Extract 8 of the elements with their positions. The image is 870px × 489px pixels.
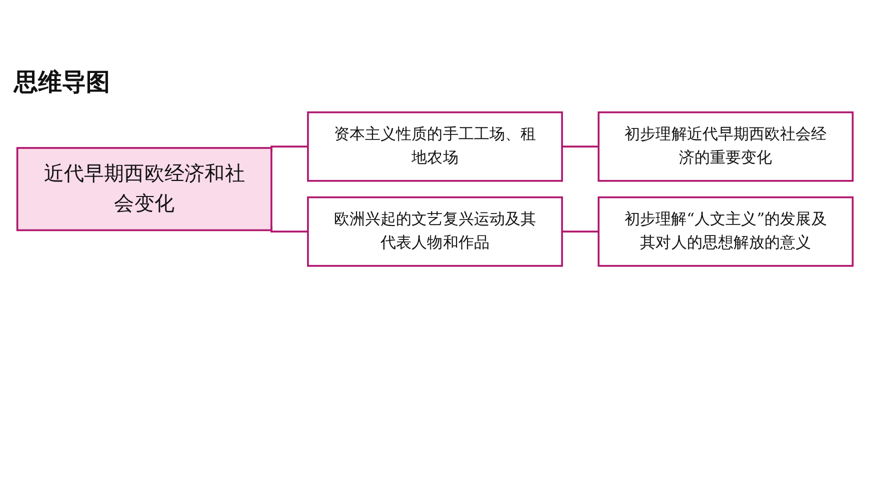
- node-box: 近代早期西欧经济和社会变化: [16, 147, 272, 232]
- node-box: 欧洲兴起的文艺复兴运动及其代表人物和作品: [307, 196, 563, 267]
- node-box: 初步理解“人文主义”的发展及其对人的思想解放的意义: [598, 196, 854, 267]
- diagram-title: 思维导图: [14, 67, 110, 98]
- connector: [561, 146, 599, 148]
- node-box: 资本主义性质的手工工场、租地农场: [307, 111, 563, 182]
- node-box: 初步理解近代早期西欧社会经济的重要变化: [598, 111, 854, 182]
- connector: [561, 230, 599, 232]
